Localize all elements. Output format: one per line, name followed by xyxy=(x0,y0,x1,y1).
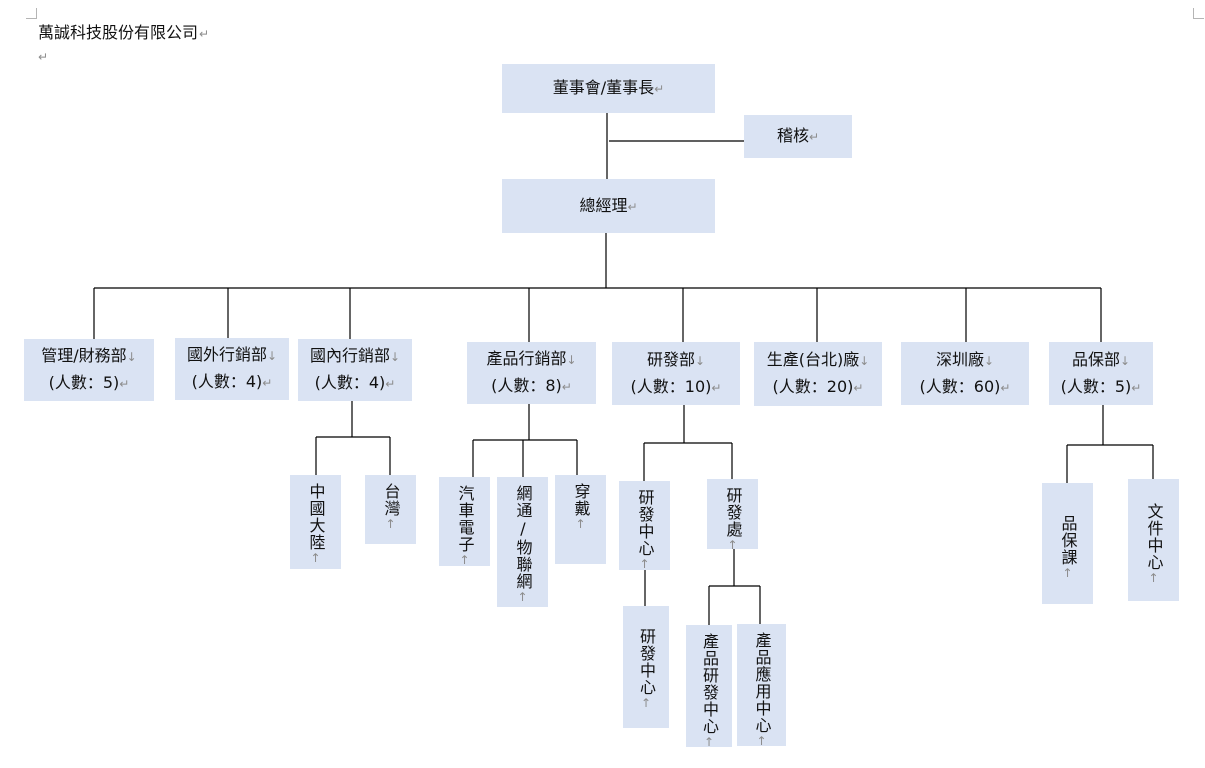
department-name: 生產(台北)廠 xyxy=(766,350,860,369)
unit-box-document-center[interactable]: 文件中心↑ xyxy=(1128,479,1179,601)
department-box-domestic-sales[interactable]: 國內行銷部↓ (人數：4)↵ xyxy=(298,339,412,401)
line-break-mark: ↓ xyxy=(389,350,401,364)
line-break-mark: ↓ xyxy=(694,353,706,368)
department-name: 國外行銷部 xyxy=(186,345,267,364)
unit-label: 研發處 xyxy=(723,487,743,538)
chairman-label: 董事會/董事長 xyxy=(552,78,655,97)
department-headcount: (人數：20) xyxy=(772,377,854,396)
department-box-admin-finance[interactable]: 管理/財務部↓ (人數：5)↵ xyxy=(24,339,154,401)
department-name: 產品行銷部 xyxy=(486,349,567,368)
sub-unit-box-rnd-center[interactable]: 研發中心↑ xyxy=(623,606,669,728)
unit-box-wearables[interactable]: 穿戴↑ xyxy=(555,475,606,564)
unit-label: 台灣 xyxy=(381,483,401,517)
paragraph-mark: ↵ xyxy=(1131,380,1142,395)
paragraph-mark: ↵ xyxy=(561,380,572,394)
paragraph-mark: ↵ xyxy=(262,376,273,390)
connector-rnd-office-sub xyxy=(708,549,761,625)
unit-box-china[interactable]: 中國大陸↑ xyxy=(290,475,341,569)
cell-mark: ↑ xyxy=(637,557,652,572)
paragraph-mark: ↵ xyxy=(711,380,722,395)
cell-mark: ↑ xyxy=(1146,571,1161,586)
paragraph-mark: ↵ xyxy=(853,381,864,395)
cell-mark: ↑ xyxy=(1060,566,1075,581)
page-corner-mark-top-left xyxy=(26,8,37,19)
page-corner-mark-top-right xyxy=(1193,8,1204,19)
connector-product-units xyxy=(472,404,578,477)
company-name: 萬誠科技股份有限公司 xyxy=(38,23,199,42)
general-manager-label: 總經理 xyxy=(579,195,628,215)
line-break-mark: ↓ xyxy=(859,354,870,368)
line-break-mark: ↓ xyxy=(266,349,278,363)
department-headcount: (人數：4) xyxy=(191,372,263,391)
unit-label: 穿戴 xyxy=(571,483,591,517)
department-name: 品保部 xyxy=(1071,349,1120,369)
unit-box-automotive-electronics[interactable]: 汽車電子↑ xyxy=(439,477,490,568)
department-headcount: (人數：10) xyxy=(630,376,712,396)
unit-label: 網通/物聯網 xyxy=(513,485,533,590)
connector-domestic-units xyxy=(315,401,391,475)
paragraph-mark: ↵ xyxy=(385,377,396,391)
cell-mark: ↑ xyxy=(754,734,769,749)
department-name: 管理/財務部 xyxy=(41,346,127,365)
department-headcount: (人數：8) xyxy=(491,376,562,395)
line-break-mark: ↓ xyxy=(566,353,577,367)
unit-label: 中國大陸 xyxy=(306,483,326,551)
unit-box-taiwan[interactable]: 台灣↑ xyxy=(365,475,416,544)
department-headcount: (人數：5) xyxy=(1060,376,1132,396)
unit-box-qa-section[interactable]: 品保課↑ xyxy=(1042,483,1093,604)
line-break-mark: ↓ xyxy=(126,350,137,364)
document-title[interactable]: 萬誠科技股份有限公司↵ xyxy=(38,22,209,45)
unit-box-networking-iot[interactable]: 網通/物聯網↑ xyxy=(497,477,548,607)
cell-mark: ↑ xyxy=(457,553,472,568)
unit-box-rnd-office[interactable]: 研發處↑ xyxy=(707,479,758,553)
department-box-product-marketing[interactable]: 產品行銷部↓ (人數：8)↵ xyxy=(467,342,596,404)
sub-unit-label: 研發中心 xyxy=(637,628,656,696)
sub-unit-label: 產品研發中心 xyxy=(700,633,719,735)
paragraph-mark: ↵ xyxy=(627,199,638,214)
chairman-box[interactable]: 董事會/董事長↵ xyxy=(502,64,715,113)
paragraph-mark: ↵ xyxy=(1000,380,1011,395)
sub-unit-box-product-rnd-center[interactable]: 產品研發中心↑ xyxy=(686,625,732,750)
unit-label: 研發中心 xyxy=(635,489,655,557)
cell-mark: ↑ xyxy=(639,696,653,711)
line-break-mark: ↓ xyxy=(983,353,995,368)
sub-unit-label: 產品應用中心 xyxy=(752,632,772,734)
department-box-rnd[interactable]: 研發部↓ (人數：10)↵ xyxy=(612,342,740,405)
department-box-overseas-sales[interactable]: 國外行銷部↓ (人數：4)↵ xyxy=(175,338,289,400)
department-headcount: (人數：60) xyxy=(919,376,1001,396)
paragraph-mark: ↵ xyxy=(808,130,820,144)
department-name: 研發部 xyxy=(646,349,695,369)
cell-mark: ↑ xyxy=(383,517,398,532)
empty-paragraph-mark: ↵ xyxy=(38,50,49,64)
sub-unit-box-product-application-center[interactable]: 產品應用中心↑ xyxy=(737,624,786,749)
department-box-taipei-factory[interactable]: 生產(台北)廠↓ (人數：20)↵ xyxy=(754,342,882,406)
paragraph-mark: ↵ xyxy=(199,27,210,41)
unit-box-rnd-center[interactable]: 研發中心↑ xyxy=(619,481,670,572)
line-break-mark: ↓ xyxy=(1119,353,1131,368)
cell-mark: ↑ xyxy=(573,517,588,532)
department-name: 深圳廠 xyxy=(935,349,984,369)
unit-label: 汽車電子 xyxy=(455,485,475,553)
cell-mark: ↑ xyxy=(702,735,716,750)
department-box-quality-assurance[interactable]: 品保部↓ (人數：5)↵ xyxy=(1049,342,1153,405)
general-manager-box[interactable]: 總經理↵ xyxy=(502,179,715,233)
paragraph-mark: ↵ xyxy=(119,377,130,391)
department-headcount: (人數：5) xyxy=(48,373,120,392)
department-box-shenzhen-factory[interactable]: 深圳廠↓ (人數：60)↵ xyxy=(901,342,1029,405)
audit-label: 稽核 xyxy=(776,126,809,145)
department-headcount: (人數：4) xyxy=(314,373,386,392)
connector-qa-units xyxy=(1066,405,1154,483)
connector-rnd-units xyxy=(643,405,733,481)
audit-box[interactable]: 稽核↵ xyxy=(744,115,852,158)
cell-mark: ↑ xyxy=(308,551,323,566)
department-name: 國內行銷部 xyxy=(309,346,390,365)
cell-mark: ↑ xyxy=(515,590,530,605)
unit-label: 文件中心 xyxy=(1144,503,1164,571)
cell-mark: ↑ xyxy=(725,538,740,553)
unit-label: 品保課 xyxy=(1058,515,1078,566)
paragraph-mark: ↵ xyxy=(654,82,665,96)
